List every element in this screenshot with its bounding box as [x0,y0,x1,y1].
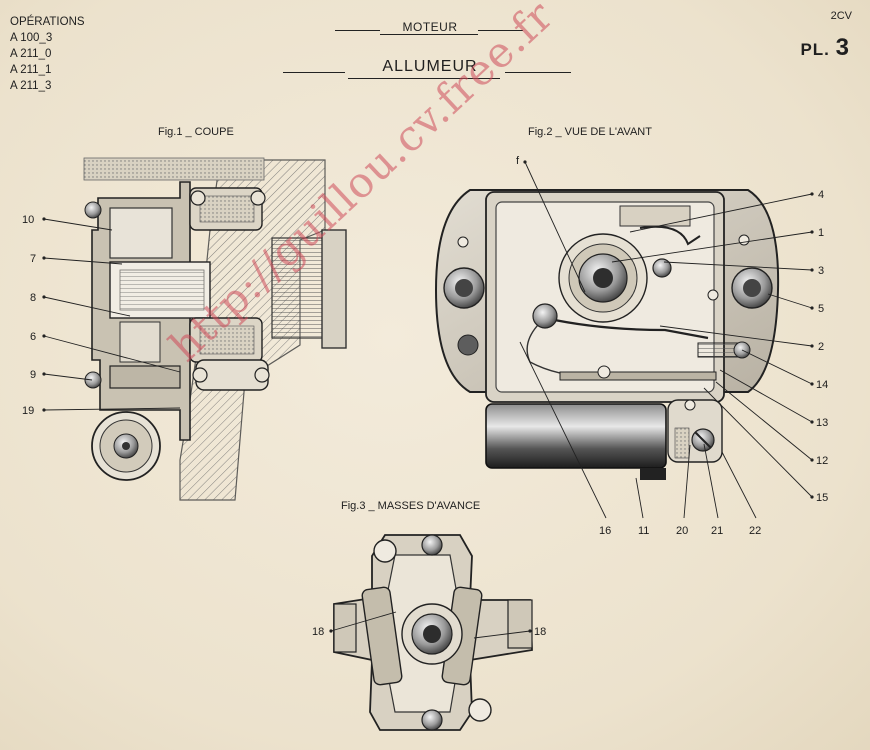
fig2-callouts: 4 1 3 5 2 14 13 12 15 16 11 20 21 22 f [516,155,828,537]
fig1-caption: Fig.1 _ COUPE [158,126,234,138]
fig3-advance-weights [333,534,533,731]
operations-list: OPÉRATIONS A 100_3 A 211_0 A 211_1 A 211… [10,14,85,94]
callout-label: 8 [30,292,36,304]
section-title: MOTEUR [402,20,458,34]
callout-leaders [43,161,813,639]
operations-title: OPÉRATIONS [10,16,85,28]
fig3-caption: Fig.3 _ MASSES D'AVANCE [341,500,481,512]
callout-label: 3 [818,265,824,277]
callout-label: 12 [816,455,828,467]
operation-code: A 100_3 [10,32,53,44]
callout-label: 22 [749,525,761,537]
callout-label: f [516,155,520,167]
vehicle-model: 2CV [830,10,852,22]
callout-label: 15 [816,492,828,504]
callout-label: 6 [30,331,36,343]
header-rule [505,72,571,73]
plate-value: 3 [835,34,850,61]
callout-label: 4 [818,189,824,201]
fig1-callouts: 10 7 8 6 9 19 [22,214,36,417]
header-rule [348,78,500,79]
header-rule [380,34,478,35]
callout-label: 1 [818,227,824,239]
operation-code: A 211_0 [10,48,52,60]
callout-label: 5 [818,303,824,315]
header-rule [478,30,523,31]
callout-label: 2 [818,341,824,353]
callout-label: 16 [599,525,611,537]
callout-label: 18 [534,626,546,638]
page-title: ALLUMEUR [382,58,478,75]
callout-label: 11 [638,525,649,537]
callout-label: 21 [711,525,723,537]
fig1-section-view [83,157,347,501]
plate-prefix: PL. [800,40,830,59]
operation-code: A 211_3 [10,80,52,92]
callout-label: 20 [676,525,688,537]
callout-label: 18 [312,626,324,638]
fig3-callouts: 18 18 [312,626,546,638]
operation-code: A 211_1 [10,64,52,76]
fig2-caption: Fig.2 _ VUE DE L'AVANT [528,126,652,138]
callout-label: 13 [816,417,828,429]
callout-label: 7 [30,253,36,265]
callout-label: 9 [30,369,36,381]
callout-dots [42,160,814,633]
callout-label: 10 [22,214,34,226]
plate-number: PL. 3 [800,34,850,62]
header-rule [283,72,345,73]
header-rule [335,30,380,31]
callout-label: 19 [22,405,34,417]
callout-label: 14 [816,379,828,391]
